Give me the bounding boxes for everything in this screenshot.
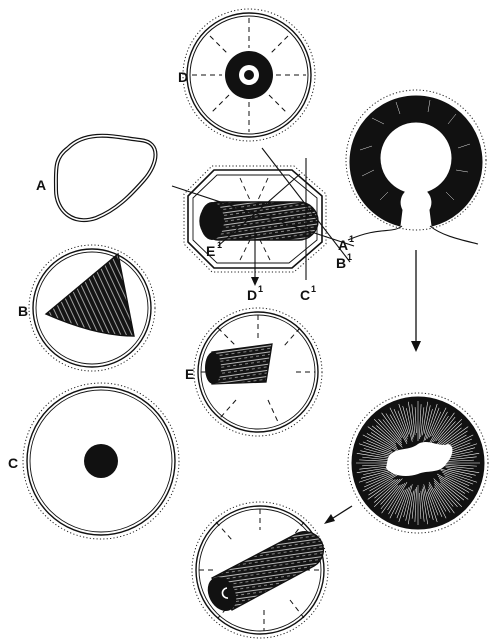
label-b1: B [336, 255, 346, 271]
slice-bottom [192, 502, 328, 638]
keyhole-dark-ring [350, 96, 482, 226]
label-c1-sup: 1 [311, 284, 316, 294]
label-d1-sup: 1 [258, 284, 263, 294]
slice-c [23, 383, 179, 539]
slice-d [183, 9, 315, 141]
label-b1-sup: 1 [347, 252, 352, 262]
label-b: B [18, 303, 28, 319]
label-e1-sup: 1 [217, 240, 222, 250]
slice-c-dot [84, 444, 118, 478]
label-d1: D [247, 287, 257, 303]
label-c: C [8, 455, 18, 471]
slice-e [194, 308, 322, 436]
arrow-diagonal [324, 506, 352, 524]
slice-b [29, 245, 155, 371]
central-section [172, 148, 354, 286]
label-a: A [36, 177, 46, 193]
label-e1: E [206, 243, 215, 259]
slice-a [56, 136, 156, 220]
label-c1: C [300, 287, 310, 303]
arrow-down [411, 250, 421, 352]
label-a1-sup: 1 [349, 234, 354, 244]
starburst-section [348, 393, 488, 533]
keyhole-section [346, 90, 486, 244]
label-a1: A [338, 237, 348, 253]
label-e: E [185, 366, 194, 382]
label-d: D [178, 69, 188, 85]
